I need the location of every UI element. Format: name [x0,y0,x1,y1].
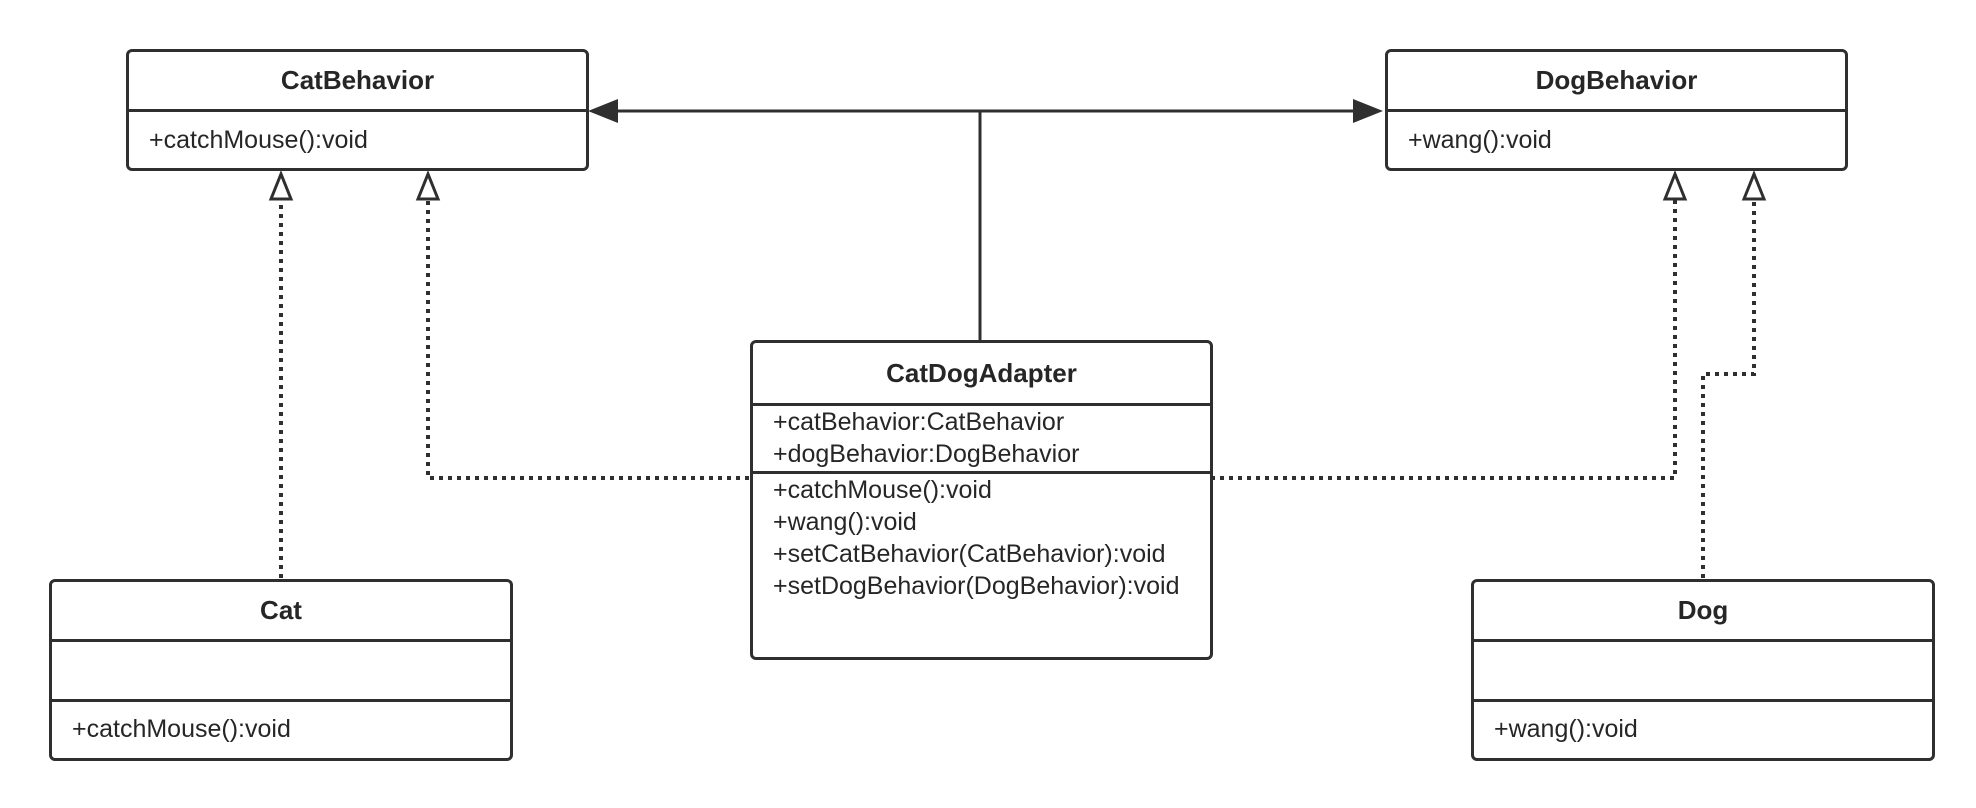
operation-set-cat-behavior: +setCatBehavior(CatBehavior):void [773,540,1166,568]
association-connector [618,109,1356,341]
operation-catch-mouse: +catchMouse():void [773,476,992,504]
operations-compartment: +catchMouse():void +wang():void +setCatB… [753,474,1210,602]
operation-wang: +wang():void [773,508,917,536]
class-dog-behavior[interactable]: DogBehavior +wang():void [1385,49,1848,171]
hollow-triangle-adapter-dog-realization [1662,169,1688,201]
operations-compartment: +catchMouse():void [129,112,586,156]
operations-compartment: +wang():void [1388,112,1845,156]
operation-wang: +wang():void [1494,715,1638,743]
filled-arrowhead-dog-behavior [1353,99,1383,123]
class-name: CatBehavior [129,52,586,112]
hollow-triangle-dog-realization [1741,169,1767,201]
operation-catch-mouse: +catchMouse():void [72,715,291,743]
realization-adapter-to-cat-behavior [426,198,749,480]
class-cat[interactable]: Cat +catchMouse():void [49,579,513,761]
hollow-triangle-adapter-cat-realization [415,169,441,201]
realization-dog-to-dog-behavior [1701,198,1756,578]
hollow-triangle-cat-realization [268,169,294,201]
realization-adapter-to-dog-behavior [1211,198,1677,480]
operations-compartment: +wang():void [1474,702,1932,745]
attribute-dog-behavior: +dogBehavior:DogBehavior [773,440,1080,468]
operations-compartment: +catchMouse():void [52,702,510,745]
class-name: CatDogAdapter [753,343,1210,406]
attribute-cat-behavior: +catBehavior:CatBehavior [773,408,1065,436]
attributes-compartment: +catBehavior:CatBehavior +dogBehavior:Do… [753,406,1210,474]
operation-set-dog-behavior: +setDogBehavior(DogBehavior):void [773,572,1180,600]
class-dog[interactable]: Dog +wang():void [1471,579,1935,761]
operation-wang: +wang():void [1408,126,1552,154]
class-name: Dog [1474,582,1932,642]
operation-catch-mouse: +catchMouse():void [149,126,368,154]
attributes-compartment [1474,642,1932,702]
attributes-compartment [52,642,510,702]
class-cat-behavior[interactable]: CatBehavior +catchMouse():void [126,49,589,171]
class-name: DogBehavior [1388,52,1845,112]
class-name: Cat [52,582,510,642]
class-cat-dog-adapter[interactable]: CatDogAdapter +catBehavior:CatBehavior +… [750,340,1213,660]
filled-arrowhead-cat-behavior [588,99,618,123]
